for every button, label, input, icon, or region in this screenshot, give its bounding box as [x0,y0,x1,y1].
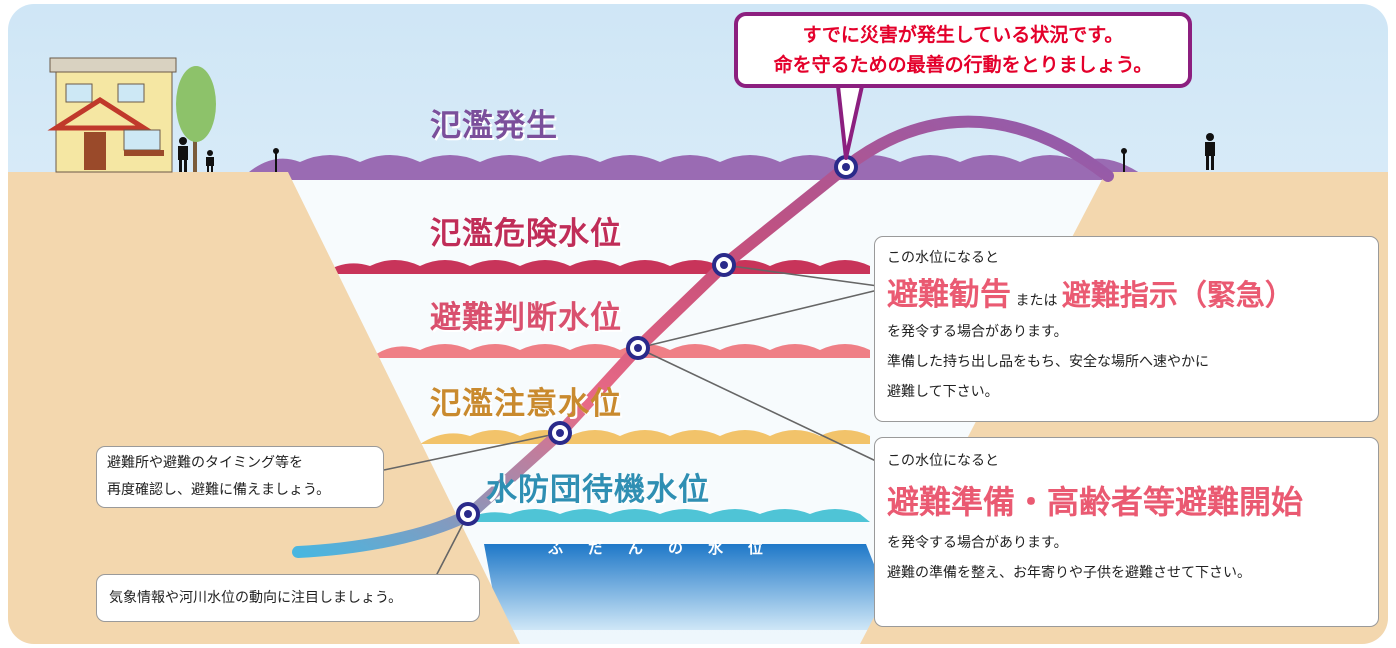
normal-char: ふ [548,539,564,557]
normal-water [484,544,900,630]
normal-char: 水 [707,539,723,557]
or-text: または [1015,293,1058,309]
evac-order-text: 避難指示（緊急） [1061,278,1294,312]
callout-line-2: 命を守るための最善の行動をとりましょう。 [773,54,1153,76]
normal-char: ん [627,539,643,557]
standby-band [460,509,870,522]
evacuation-order-box: この水位になると 避難勧告 または 避難指示（緊急） を発令する場合があります。… [874,236,1379,422]
standby-advice-box: 気象情報や河川水位の動向に注目しましょう。 [96,574,480,622]
box-line: 準備した持ち出し品をもち、安全な場所へ速やかに [887,354,1209,370]
person-icon [178,133,1215,172]
level-label-standby: 水防団待機水位 [486,472,710,508]
disaster-callout: すでに災害が発生している状況です。 命を守るための最善の行動をとりましょう。 [734,12,1192,88]
danger-band [322,260,870,274]
caution-band [420,430,870,444]
level-label-normal: ふ だ ん の 水 位 [548,537,763,558]
pointer-lines [383,264,879,577]
normal-char: の [667,539,683,557]
left-bank [8,172,520,644]
box-line: 避難所や避難のタイミング等を [107,455,303,471]
box-line: 避難して下さい。 [887,384,999,400]
callout-line-1: すでに災害が発生している状況です。 [802,24,1124,46]
flood-band [240,155,1150,180]
level-label-danger: 氾濫危険水位 [430,216,622,252]
level-label-flood: 氾濫発生 [430,108,558,144]
box-intro: この水位になると [887,250,999,266]
tree-icon [176,66,216,172]
evac-advisory-text: 避難勧告 [887,277,1011,313]
box-line: 気象情報や河川水位の動向に注目しましょう。 [109,590,403,606]
level-label-evac-judge: 避難判断水位 [430,300,622,336]
judge-band [370,344,870,358]
box-intro: この水位になると [887,453,999,469]
level-label-caution: 氾濫注意水位 [430,386,622,422]
box-line: を発令する場合があります。 [887,535,1068,551]
evacuation-prep-box: この水位になると 避難準備・高齢者等避難開始 を発令する場合があります。 避難の… [874,437,1379,627]
box-line: 避難の準備を整え、お年寄りや子供を避難させて下さい。 [887,565,1251,581]
caution-advice-box: 避難所や避難のタイミング等を 再度確認し、避難に備えましょう。 [96,446,384,508]
house-icon [47,57,177,173]
level-markers [456,155,858,526]
box-line: を発令する場合があります。 [887,324,1068,340]
box-line: 再度確認し、避難に備えましょう。 [107,482,331,498]
pole-icon [275,152,1125,172]
pole-top-right [1121,148,1127,154]
normal-char: だ [587,539,603,557]
normal-char: 位 [747,539,763,557]
evac-prep-text: 避難準備・高齢者等避難開始 [887,483,1304,521]
pole-top-left [273,148,279,154]
